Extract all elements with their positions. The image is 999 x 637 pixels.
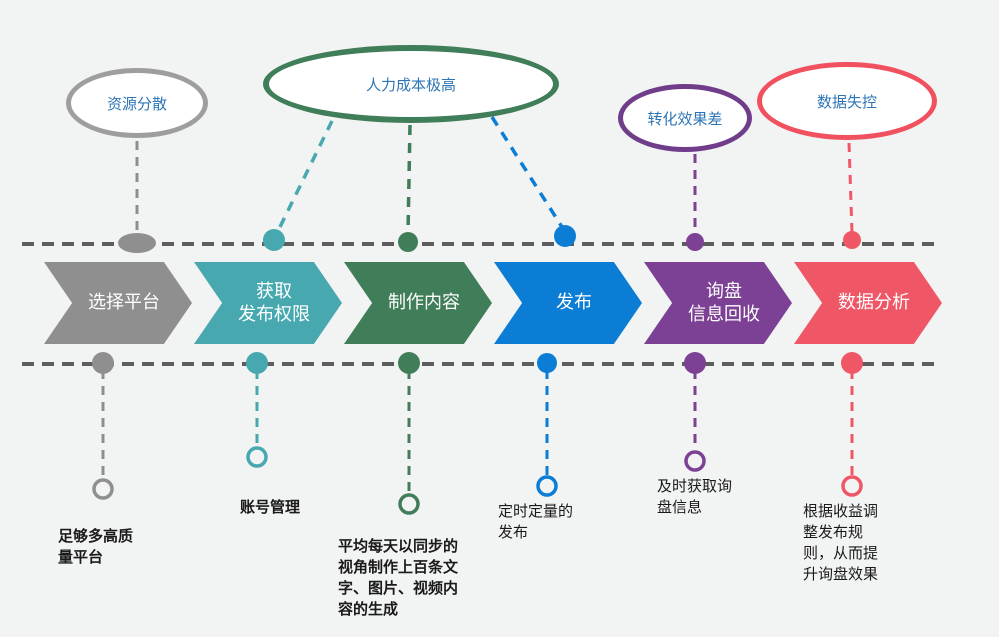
stage-label: 选择平台 (88, 292, 160, 313)
connector-poor-conversion (686, 154, 704, 251)
stage-label: 发布 (556, 292, 592, 313)
stem-get-permission (246, 352, 268, 468)
stage-note-get-permission: 账号管理 (240, 499, 301, 516)
callout-label: 转化效果差 (647, 110, 723, 128)
stage-note-inquiry-collect: 及时获取询 盘信息 (657, 478, 733, 516)
stage-note-select-platform: 足够多高质 量平台 (58, 528, 134, 566)
callout-label: 资源分散 (106, 95, 167, 113)
stage-note-create-content: 平均每天以同步的 视角制作上百条文 字、图片、视频内 容的生成 (338, 538, 459, 618)
callout-poor-conversion: 转化效果差 (618, 84, 752, 152)
callout-data-loss: 数据失控 (757, 62, 937, 140)
connector-labor-cost-left (263, 120, 334, 251)
stem-inquiry-collect (684, 352, 706, 472)
stage-chevron-inquiry-collect: 询盘 信息回收 (644, 262, 792, 344)
stem-select-platform (92, 352, 114, 500)
connector-labor-cost-center (398, 124, 418, 252)
stem-publish (536, 353, 558, 497)
connector-resource-dispersed (118, 141, 156, 253)
connector-data-loss (843, 142, 861, 249)
stem-create-content (398, 352, 420, 515)
stage-label: 获取 发布权限 (238, 280, 310, 324)
stage-label: 制作内容 (388, 292, 460, 313)
callout-resource-dispersed: 资源分散 (66, 68, 208, 138)
callout-label: 人力成本极高 (365, 76, 456, 94)
callout-labor-cost-high: 人力成本极高 (263, 45, 559, 123)
callout-label: 数据失控 (816, 93, 877, 111)
stem-data-analysis (841, 352, 863, 497)
connector-labor-cost-right (490, 116, 576, 247)
stage-note-publish: 定时定量的 发布 (498, 503, 574, 541)
stage-label: 询盘 信息回收 (688, 280, 760, 324)
stage-label: 数据分析 (838, 292, 910, 313)
stage-note-data-analysis: 根据收益调 整发布规 则，从而提 升询盘效果 (803, 503, 879, 583)
